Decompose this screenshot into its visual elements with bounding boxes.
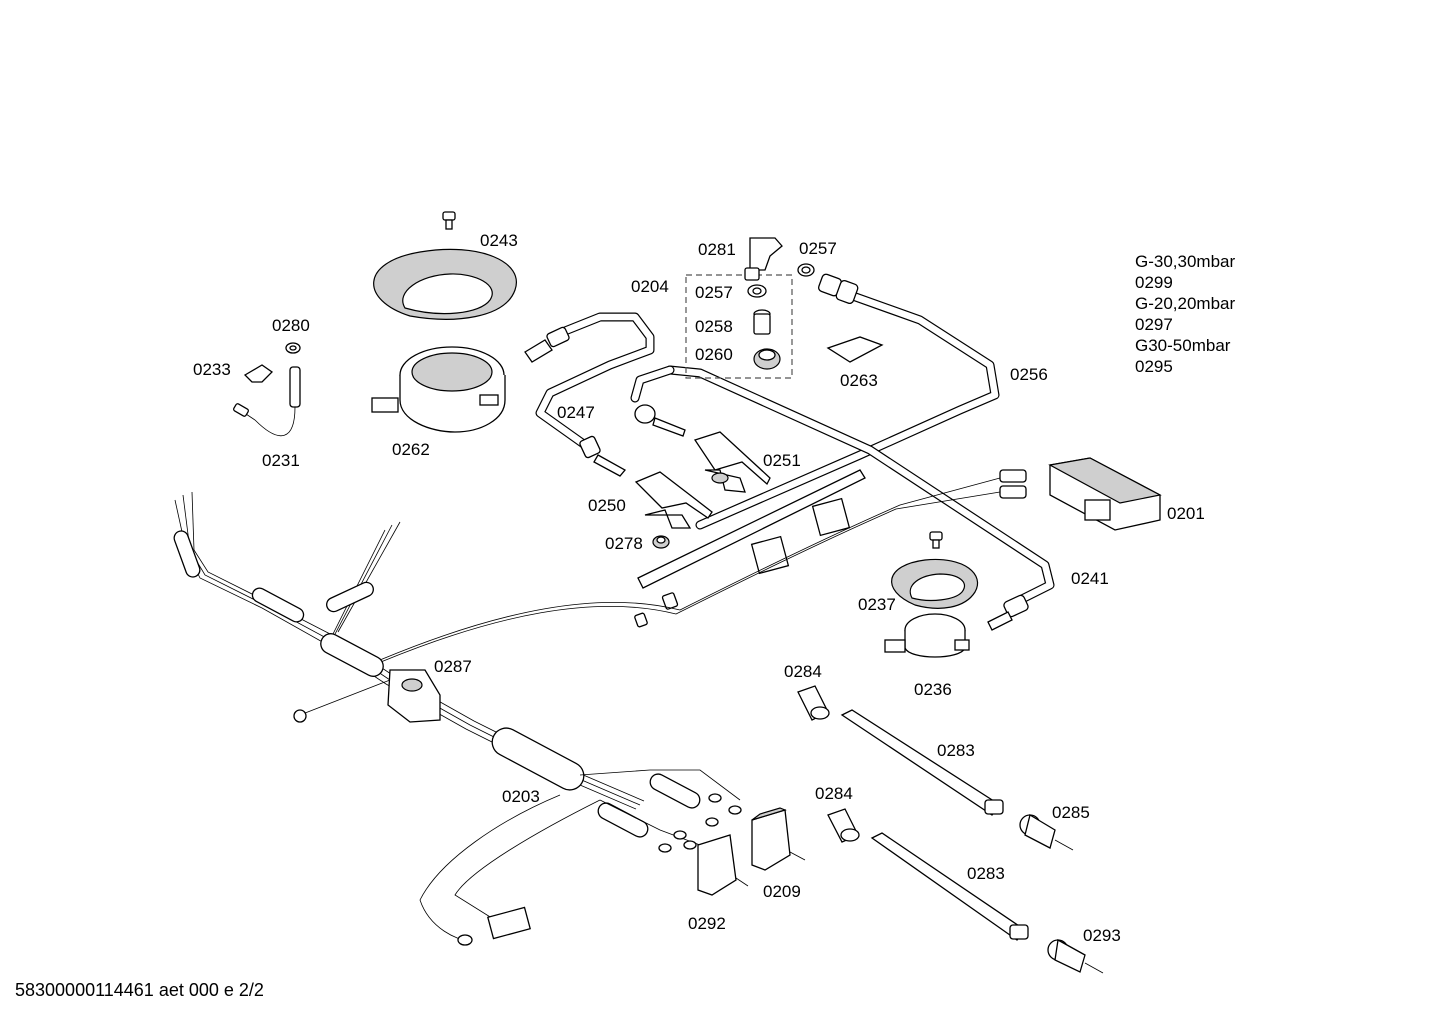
- callout-0201: 0201: [1167, 504, 1205, 523]
- legend-line: G-30,30mbar: [1135, 252, 1236, 271]
- gas-tube-0256[interactable]: [630, 273, 1055, 605]
- screw-0237[interactable]: [929, 531, 943, 549]
- callout-0293: 0293: [1083, 926, 1121, 945]
- bracket-0263[interactable]: [826, 336, 884, 363]
- clip-0233[interactable]: [243, 364, 274, 383]
- washer-0257-inner[interactable]: [747, 284, 767, 298]
- document-code: 58300000114461 aet 000 e 2/2: [15, 980, 264, 1000]
- legend-line: G30-50mbar: [1135, 336, 1231, 355]
- callout-0243: 0243: [480, 231, 518, 250]
- injector-0250[interactable]: [634, 471, 713, 529]
- wire-harness-0203[interactable]: [172, 477, 1001, 946]
- callout-0292: 0292: [688, 914, 726, 933]
- gasket-0237[interactable]: [891, 558, 979, 609]
- callout-0281: 0281: [698, 240, 736, 259]
- callout-0284-top: 0284: [784, 662, 822, 681]
- callout-0257-inner: 0257: [695, 283, 733, 302]
- legend-line: 0299: [1135, 273, 1173, 292]
- spindle-0283-top[interactable]: [840, 709, 1004, 816]
- callout-0256: 0256: [1010, 365, 1048, 384]
- gas-tube-0247[interactable]: [524, 312, 655, 477]
- callout-0203: 0203: [502, 787, 540, 806]
- elbow-0281[interactable]: [744, 237, 783, 281]
- legend-line: 0295: [1135, 357, 1173, 376]
- gas-type-legend: G-30,30mbar 0299 G-20,20mbar 0297 G30-50…: [1135, 251, 1235, 377]
- nut-0278[interactable]: [652, 535, 670, 549]
- bushing-0284-top[interactable]: [797, 685, 830, 721]
- ignition-rail[interactable]: [634, 469, 866, 628]
- ignition-unit-0201[interactable]: [999, 457, 1162, 531]
- callout-0231: 0231: [262, 451, 300, 470]
- knob-0293[interactable]: [1047, 938, 1104, 974]
- callout-0241: 0241: [1071, 569, 1109, 588]
- nozzle-0258[interactable]: [753, 309, 771, 335]
- callout-0280: 0280: [272, 316, 310, 335]
- bushing-0284-bottom[interactable]: [827, 808, 860, 843]
- thermocouple-0231[interactable]: [233, 366, 301, 437]
- callout-0262: 0262: [392, 440, 430, 459]
- clamp-0287[interactable]: [387, 669, 441, 723]
- burner-cup-0262[interactable]: [371, 346, 506, 433]
- legend-line: 0297: [1135, 315, 1173, 334]
- gasket-ring-0243[interactable]: [373, 248, 517, 320]
- gas-tube-0241[interactable]: [987, 594, 1029, 631]
- callout-0260: 0260: [695, 345, 733, 364]
- callout-0209: 0209: [763, 882, 801, 901]
- energy-regulator-0209[interactable]: [751, 807, 806, 871]
- knob-0285[interactable]: [1019, 813, 1074, 851]
- callout-0236: 0236: [914, 680, 952, 699]
- screw-0243[interactable]: [442, 211, 456, 230]
- callout-0251: 0251: [763, 451, 801, 470]
- callout-0233: 0233: [193, 360, 231, 379]
- washer-0257-top[interactable]: [797, 263, 815, 277]
- callout-0258: 0258: [695, 317, 733, 336]
- dashed-group-0204: [685, 274, 793, 379]
- callout-0285: 0285: [1052, 803, 1090, 822]
- callout-0263: 0263: [840, 371, 878, 390]
- energy-regulator-0292[interactable]: [697, 834, 749, 896]
- burner-cup-0236[interactable]: [884, 613, 970, 658]
- nut-0280[interactable]: [285, 342, 301, 354]
- callout-0237: 0237: [858, 595, 896, 614]
- callout-0204: 0204: [631, 277, 669, 296]
- callout-0278: 0278: [605, 534, 643, 553]
- callout-0250: 0250: [588, 496, 626, 515]
- callout-0283-top: 0283: [937, 741, 975, 760]
- callout-0257-top: 0257: [799, 239, 837, 258]
- injector-0251[interactable]: [634, 404, 771, 493]
- callout-0247: 0247: [557, 403, 595, 422]
- nut-0260[interactable]: [753, 348, 781, 370]
- callout-0283-bottom: 0283: [967, 864, 1005, 883]
- callout-0284-bottom: 0284: [815, 784, 853, 803]
- spindle-0283-bottom[interactable]: [870, 832, 1029, 941]
- callout-0287: 0287: [434, 657, 472, 676]
- legend-line: G-20,20mbar: [1135, 294, 1236, 313]
